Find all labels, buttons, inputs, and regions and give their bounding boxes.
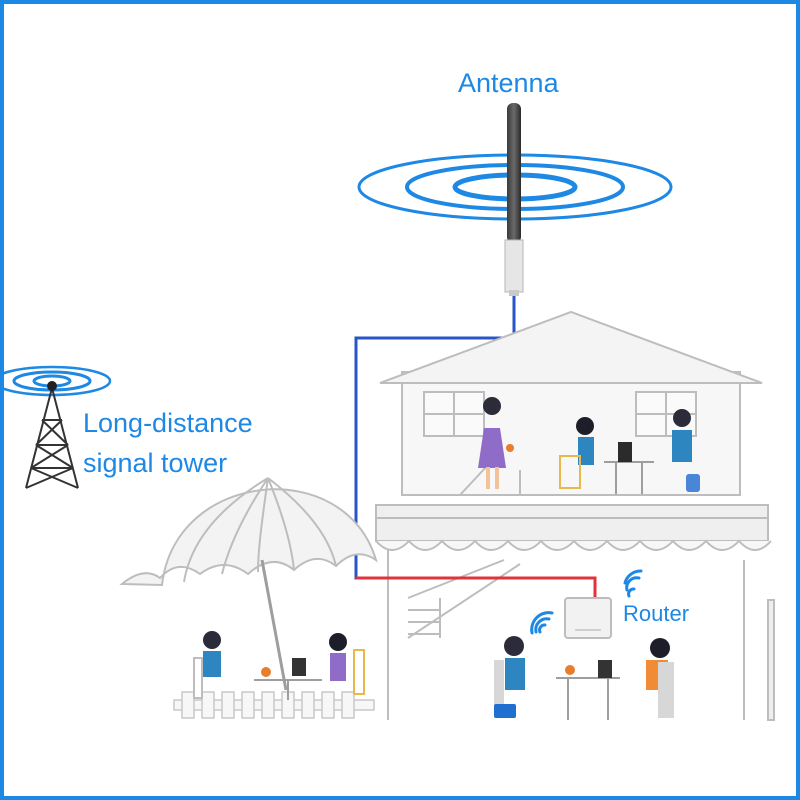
wifi-icon	[530, 569, 643, 635]
fence	[173, 691, 375, 719]
router-cable	[356, 576, 597, 600]
antenna-icon	[504, 103, 524, 296]
antenna-label: Antenna	[458, 68, 559, 98]
tower-label-line1: Long-distance	[83, 408, 253, 438]
umbrella-icon	[119, 477, 378, 691]
tables	[254, 461, 654, 720]
tower-label-line2: signal tower	[83, 448, 228, 478]
house-icon	[375, 310, 775, 721]
router-label: Router	[623, 601, 690, 626]
people	[193, 397, 700, 718]
signal-tower-icon	[0, 365, 112, 489]
router-icon	[564, 597, 612, 639]
